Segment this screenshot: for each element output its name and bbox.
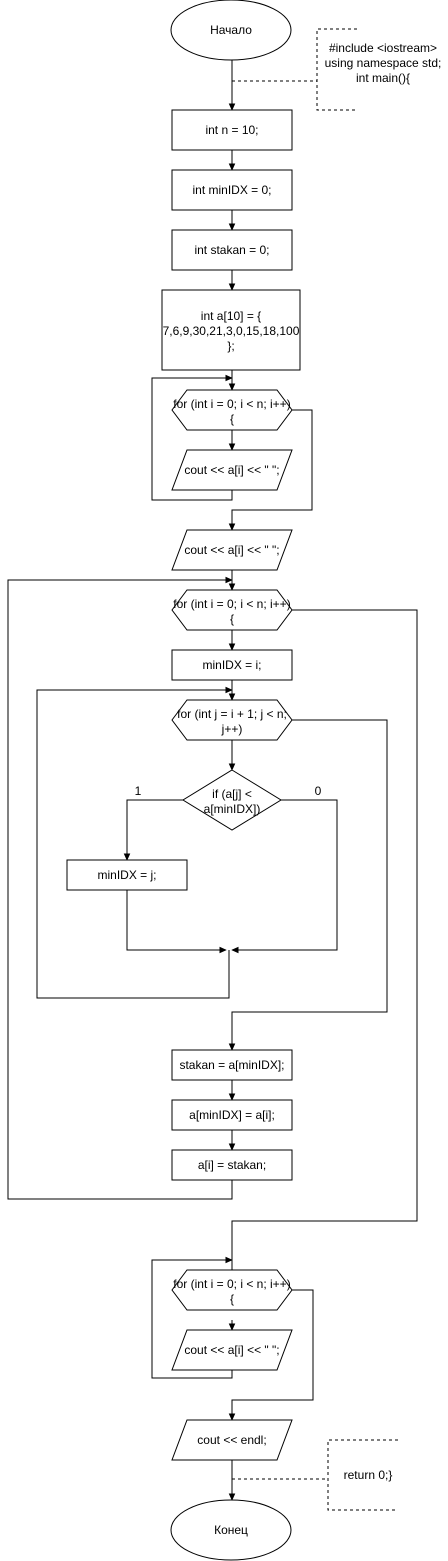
loop-4-line-1: for (int i = 0; i < n; i++) bbox=[173, 1277, 290, 1291]
loop-1-line-2: { bbox=[230, 412, 234, 426]
comment-bottom-text: return 0;} bbox=[344, 1468, 393, 1482]
decl-stakan-label: int stakan = 0; bbox=[194, 243, 269, 257]
swap-3-label: a[i] = stakan; bbox=[198, 1158, 266, 1172]
after-loop-1-output-label: cout << a[i] << " "; bbox=[184, 543, 279, 557]
edge-loop1-back bbox=[151, 378, 232, 501]
assign-j-label: minIDX = j; bbox=[97, 868, 156, 882]
edge-loop2-back bbox=[7, 580, 232, 1200]
comment-top-line-2: using namespace std; bbox=[325, 56, 442, 70]
loop-2-line-1: for (int i = 0; i < n; i++) bbox=[173, 597, 290, 611]
io-loop-4-output: cout << a[i] << " "; bbox=[171, 1329, 293, 1371]
io-loop-1-output: cout << a[i] << " "; bbox=[171, 449, 293, 491]
decl-array-line-1: int a[10] = { bbox=[201, 309, 261, 323]
edge-loop4-exit bbox=[232, 1289, 314, 1420]
loop-3-hexagon: for (int j = i + 1; j < n; j++) bbox=[171, 699, 293, 741]
edge-loop2-exit bbox=[232, 609, 418, 1280]
comment-bottom: return 0;} bbox=[232, 1439, 398, 1511]
loop-1-output-label: cout << a[i] << " "; bbox=[184, 463, 279, 477]
loop-1-line-1: for (int i = 0; i < n; i++) bbox=[173, 397, 290, 411]
edge-cond-true bbox=[127, 799, 183, 860]
endl-output-label: cout << endl; bbox=[197, 1433, 266, 1447]
edge-cond-false bbox=[232, 799, 338, 950]
edge-assignj-to-merge bbox=[126, 890, 226, 950]
loop-4-hexagon: for (int i = 0; i < n; i++) { bbox=[171, 1269, 293, 1311]
swap-2-label: a[minIDX] = a[i]; bbox=[189, 1108, 275, 1122]
comment-top: #include <iostream> using namespace std;… bbox=[232, 28, 442, 111]
swap-1-label: stakan = a[minIDX]; bbox=[179, 1058, 284, 1072]
decl-minidx-label: int minIDX = 0; bbox=[192, 183, 271, 197]
decision-line-2: a[minIDX]) bbox=[204, 802, 261, 816]
decision-false-label: 0 bbox=[315, 784, 322, 798]
edge-loop1-exit bbox=[232, 409, 313, 530]
edge-loop3-back bbox=[36, 690, 232, 999]
comment-top-line-1: #include <iostream> bbox=[329, 41, 437, 55]
process-decl-array: int a[10] = { 7,6,9,30,21,3,0,15,18,100 … bbox=[161, 289, 301, 371]
decision-line-1: if (a[j] < bbox=[212, 787, 252, 801]
comment-top-line-3: int main(){ bbox=[356, 71, 410, 85]
io-after-loop-1-output: cout << a[i] << " "; bbox=[171, 529, 293, 571]
process-swap-3: a[i] = stakan; bbox=[171, 1149, 293, 1181]
process-swap-2: a[minIDX] = a[i]; bbox=[171, 1099, 293, 1131]
decision-true-label: 1 bbox=[135, 784, 142, 798]
edge-loop3-exit bbox=[232, 719, 388, 1050]
loop-3-line-2: j++) bbox=[221, 722, 243, 736]
process-decl-minidx: int minIDX = 0; bbox=[171, 169, 293, 211]
process-assign-j: minIDX = j; bbox=[66, 859, 188, 891]
process-assign-min: minIDX = i; bbox=[171, 649, 293, 681]
loop-2-line-2: { bbox=[230, 612, 234, 626]
decl-array-line-3: }; bbox=[227, 339, 234, 353]
io-endl-output: cout << endl; bbox=[171, 1419, 293, 1461]
assign-min-label: minIDX = i; bbox=[202, 658, 261, 672]
process-swap-1: stakan = a[minIDX]; bbox=[171, 1049, 293, 1081]
loop-1-hexagon: for (int i = 0; i < n; i++) { bbox=[171, 389, 293, 431]
edge-loop4-back bbox=[151, 1260, 232, 1379]
connectors bbox=[7, 60, 418, 1500]
start-terminal: Начало bbox=[170, 0, 292, 61]
loop-3-line-1: for (int j = i + 1; j < n; bbox=[177, 707, 287, 721]
decision-compare: if (a[j] < a[minIDX]) bbox=[182, 769, 282, 831]
loop-4-output-label: cout << a[i] << " "; bbox=[184, 1343, 279, 1357]
process-decl-n: int n = 10; bbox=[171, 109, 293, 151]
end-label: Конец bbox=[214, 1523, 248, 1537]
loop-4-line-2: { bbox=[230, 1292, 234, 1306]
end-terminal: Конец bbox=[170, 1499, 292, 1561]
loop-2-hexagon: for (int i = 0; i < n; i++) { bbox=[171, 589, 293, 631]
process-decl-stakan: int stakan = 0; bbox=[171, 229, 293, 271]
decl-array-line-2: 7,6,9,30,21,3,0,15,18,100 bbox=[163, 324, 300, 338]
decl-n-label: int n = 10; bbox=[205, 123, 258, 137]
start-label: Начало bbox=[210, 23, 252, 37]
